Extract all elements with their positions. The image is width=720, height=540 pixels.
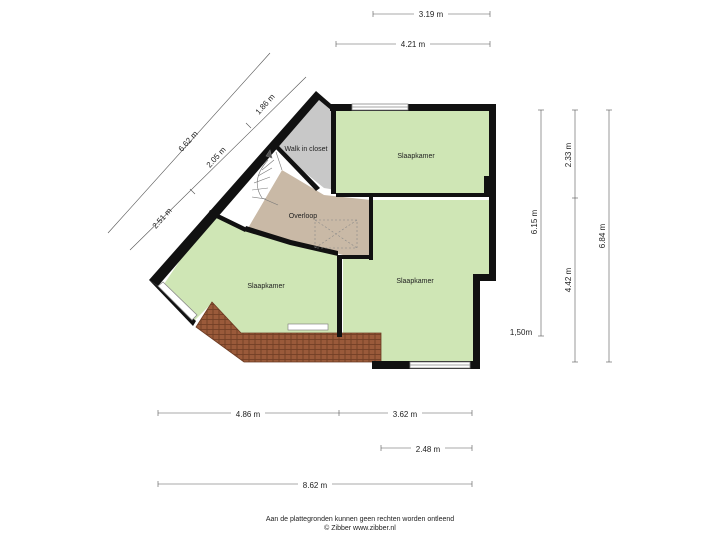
- wall-closet: [274, 145, 320, 191]
- landing-area: [248, 170, 371, 258]
- bedroom-left-area: [160, 213, 338, 335]
- dim-bottom-small: 2.48 m: [416, 445, 441, 454]
- dim-bottom-left: 4.86 m: [236, 410, 261, 419]
- stairwell-area: [222, 149, 318, 228]
- roof-window: [287, 323, 329, 331]
- dim-right-c: 4.42 m: [564, 267, 573, 292]
- dim-line-diag-total: [107, 52, 271, 234]
- wall-left: [149, 280, 196, 326]
- disclaimer-line-1: Aan de plattegronden kunnen geen rechten…: [265, 516, 455, 523]
- windows: [157, 103, 471, 369]
- dim-diag-c: 1.86 m: [254, 92, 277, 116]
- dim-diag-a: 2.51 m: [151, 206, 174, 230]
- room-label-bedroom-left: Slaapkamer: [247, 283, 285, 290]
- room-label-bedroom-top: Slaapkamer: [397, 153, 435, 160]
- dim-right-a: 6.15 m: [530, 209, 539, 234]
- dim-diag-total: 6.62 m: [177, 129, 200, 153]
- walk-in-closet-area: [276, 98, 336, 190]
- room-label-landing: Overloop: [289, 213, 318, 220]
- disclaimer-line-2: © Zibber www.zibber.nl: [324, 525, 396, 532]
- dim-right-total: 6.84 m: [598, 223, 607, 248]
- room-label-bedroom-right: Slaapkamer: [396, 278, 434, 285]
- bedroom-top-area: [336, 110, 490, 194]
- attic-hatch: [314, 219, 358, 249]
- bedroom-right-area: [343, 200, 490, 362]
- wall-diagonal: [149, 91, 331, 286]
- dim-top-1: 3.19 m: [419, 10, 444, 19]
- room-label-walk-in-closet: Walk in closet: [285, 146, 328, 153]
- dim-side-note: 1,50m: [510, 328, 533, 337]
- dim-bottom-right: 3.62 m: [393, 410, 418, 419]
- staircase: [251, 149, 283, 206]
- dim-line-diag-parts: [129, 76, 307, 251]
- dim-bottom-total: 8.62 m: [303, 481, 328, 490]
- dim-top-2: 4.21 m: [401, 40, 426, 49]
- dim-right-b: 2.33 m: [564, 142, 573, 167]
